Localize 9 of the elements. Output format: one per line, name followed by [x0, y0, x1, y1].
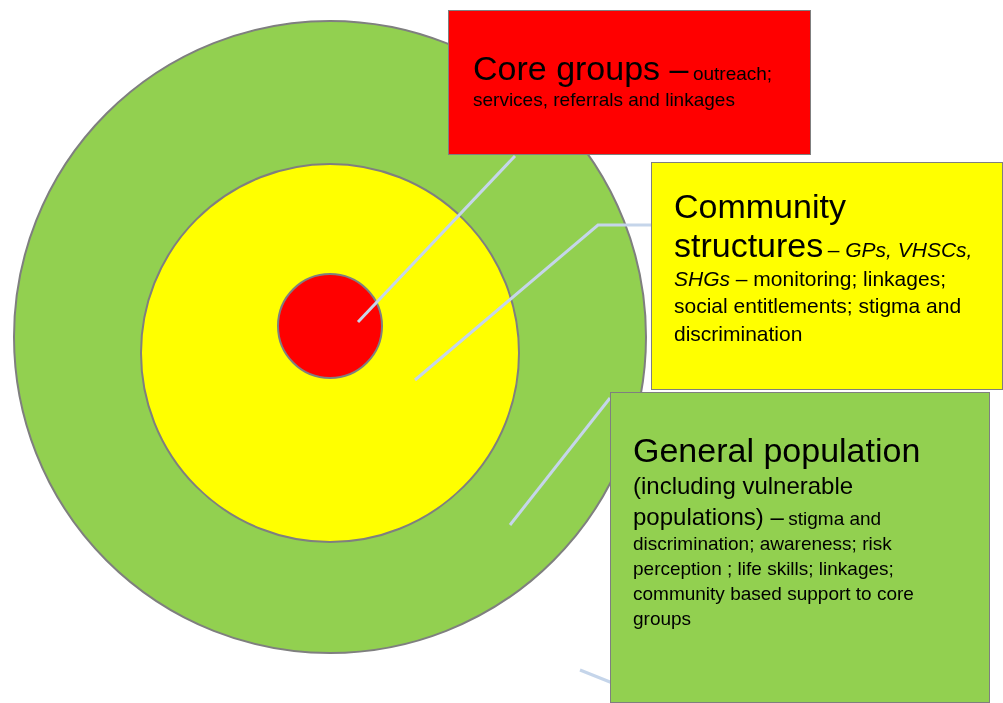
- callout-box: [651, 162, 1003, 390]
- callout-box: [610, 392, 990, 703]
- callout-text: Community structures– GPs, VHSCs, SHGs – monitoring; linkages; social entitlements; stigma and discrimination: [674, 187, 974, 347]
- callout-text: General population (including vulnerable populations) – stigma and discrimination; awareness; risk perception ; life skills; linkages; community based support to core groups: [633, 431, 922, 631]
- callout-box: [448, 10, 811, 155]
- leader-line: [508, 397, 612, 526]
- leader-line: [414, 223, 651, 382]
- callout-text: Core groups –outreach; services, referrals and linkages: [473, 49, 774, 113]
- leader-line: [356, 154, 517, 324]
